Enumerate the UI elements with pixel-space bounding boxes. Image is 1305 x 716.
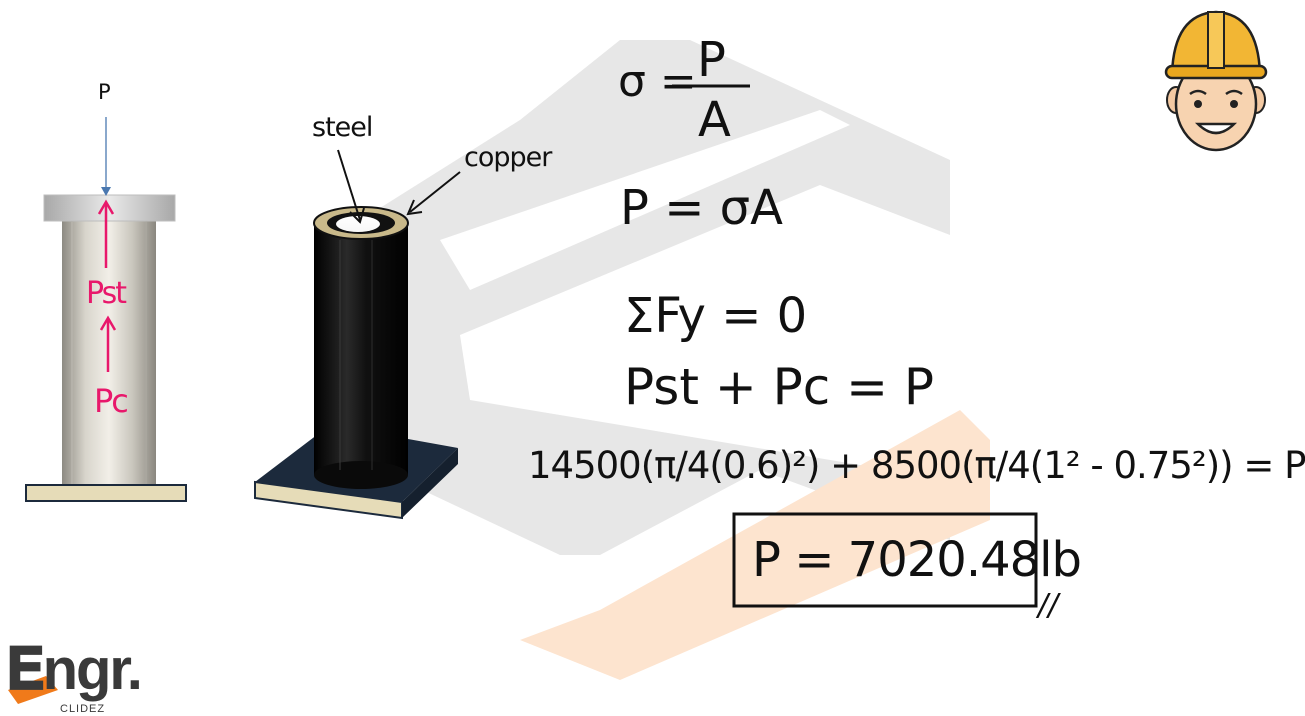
mascot-mouth [1194,122,1238,135]
logo-e-icon: 𝐄 [6,637,45,702]
column-diagram [25,117,187,502]
steel-force-label: Pst [86,276,127,311]
iso-cylinder-bottom [314,461,408,489]
watermark-gray-stroke [345,40,950,555]
watermark-orange-stroke [520,410,990,680]
logo-subtext: CLIDEZ [60,703,106,715]
substitution-equation: 14500(π/4(0.6)²) + 8500(π/4(1² - 0.75²))… [528,444,1305,487]
steel-pointer [337,149,361,221]
load-label: P [98,80,111,104]
mascot-eye [1230,100,1238,108]
watermark-gray-inner [440,110,850,290]
end-mark: // [1038,588,1059,623]
copper-force-label: Pc [94,382,129,420]
steel-label: steel [312,112,373,143]
logo-wordmark: ngr. [42,637,143,702]
equilibrium-equation: ΣFy = 0 [624,288,808,344]
engineer-mascot-icon [1164,10,1268,152]
mascot-helmet-ridge [1207,11,1225,69]
stress-numerator: P [697,32,726,88]
sum-equation: Pst + Pc = P [624,358,935,416]
stress-lhs: σ = [618,56,697,107]
mascot-brow [1189,89,1207,96]
copper-pointer [409,171,461,213]
force-equation: P = σA [620,180,783,236]
mascot-eye [1194,100,1202,108]
column-base-plate [25,484,187,502]
iso-column [254,149,461,520]
logo-text: 𝐄ngr. [6,636,143,704]
logo-accent-icon [8,676,58,704]
iso-base-side [402,448,458,518]
logo-mark [8,676,58,704]
result-box [732,512,1038,608]
steel-pointer-head [349,207,365,224]
copper-label: copper [464,142,552,173]
watermark [345,40,990,680]
copper-pointer-head [406,199,423,216]
copper-force-arrowhead [99,315,117,331]
result-value: P = 7020.48lb [752,532,1082,588]
mascot-brow [1225,89,1243,96]
iso-cylinder [314,225,408,475]
steel-core-face [336,216,380,232]
steel-force-arrowhead [97,199,115,215]
load-arrowhead [101,187,111,196]
stress-denominator: A [698,92,731,148]
